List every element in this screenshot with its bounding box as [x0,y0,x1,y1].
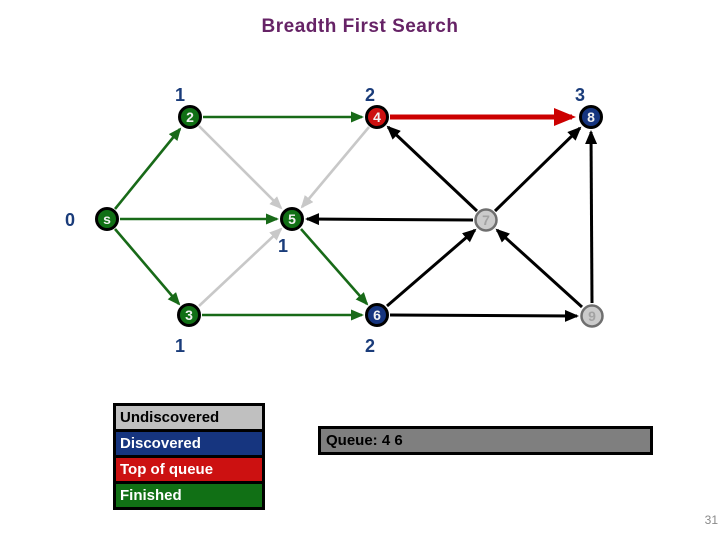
node-8: 8 [579,105,603,129]
distance-label-6: 2 [365,336,375,356]
queue-status-bar: Queue: 4 6 [318,426,653,455]
distance-label-2: 1 [175,85,185,105]
node-5: 5 [280,207,304,231]
edge-4-5 [300,126,370,209]
distance-label-s: 0 [65,210,75,230]
node-6: 6 [365,303,389,327]
legend-item-top-of-queue: Top of queue [113,455,265,484]
node-2: 2 [178,105,202,129]
legend-item-label: Undiscovered [120,409,220,426]
node-3-label: 3 [185,307,193,323]
node-8-label: 8 [587,109,595,125]
edge-6-7 [386,228,477,308]
edge-s-3 [114,228,181,306]
node-4: 4 [365,105,389,129]
legend-item-finished: Finished [113,481,265,510]
legend-item-discovered: Discovered [113,429,265,458]
page-number: 31 [704,513,718,527]
edge-5-6 [300,228,369,306]
edge-7-8 [493,126,582,213]
node-9: 9 [580,304,604,328]
status-legend: Undiscovered Discovered Top of queue Fin… [113,403,265,510]
bfs-graph: s 2 4 8 5 7 3 6 [65,85,604,356]
edge-9-7 [495,228,584,309]
node-3: 3 [177,303,201,327]
edge-6-9 [389,309,579,322]
node-2-label: 2 [186,109,194,125]
edge-3-5 [198,227,283,307]
node-5-label: 5 [288,211,296,227]
queue-text: Queue: 4 6 [326,432,403,449]
legend-item-label: Discovered [120,435,201,452]
distance-label-8: 3 [575,85,585,105]
node-6-label: 6 [373,307,381,323]
legend-item-label: Top of queue [120,461,214,478]
node-7: 7 [474,208,498,232]
node-s-label: s [103,211,111,227]
node-7-label: 7 [482,212,490,228]
legend-item-undiscovered: Undiscovered [113,403,265,432]
distance-label-4: 2 [365,85,375,105]
edge-s-2 [113,127,182,210]
edge-7-4 [386,125,479,213]
distance-label-5: 1 [278,236,288,256]
edge-9-8 [585,130,598,304]
edge-2-5 [198,125,283,210]
node-s: s [95,207,119,231]
legend-item-label: Finished [120,487,182,504]
node-4-label: 4 [373,109,381,125]
edge-7-5 [305,213,474,226]
node-9-label: 9 [588,308,596,324]
distance-label-3: 1 [175,336,185,356]
slide-title: Breadth First Search [261,16,459,37]
